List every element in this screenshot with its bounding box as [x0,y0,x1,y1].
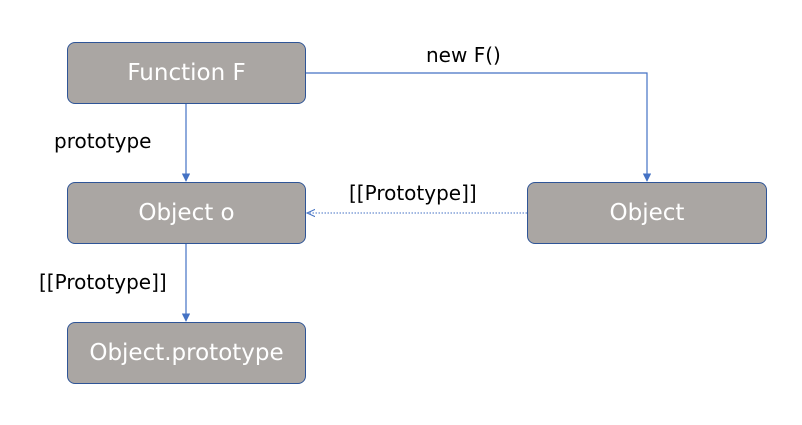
object-o-label: Object o [138,200,235,226]
new-f-edge-label: new F() [426,43,501,67]
object-o-node: Object o [67,182,306,244]
object-label: Object [609,200,685,226]
object-prototype-node: Object.prototype [67,322,306,384]
object-prototype-label: Object.prototype [89,340,284,366]
function-f-label: Function F [127,60,246,86]
prototype-edge-label: prototype [54,129,152,153]
function-f-node: Function F [67,42,306,104]
proto-o-to-object-prototype-edge-label: [[Prototype]] [39,270,167,294]
object-node: Object [527,182,767,244]
new-f-arrow [306,72,652,182]
proto-object-to-o-edge-label: [[Prototype]] [349,181,477,205]
